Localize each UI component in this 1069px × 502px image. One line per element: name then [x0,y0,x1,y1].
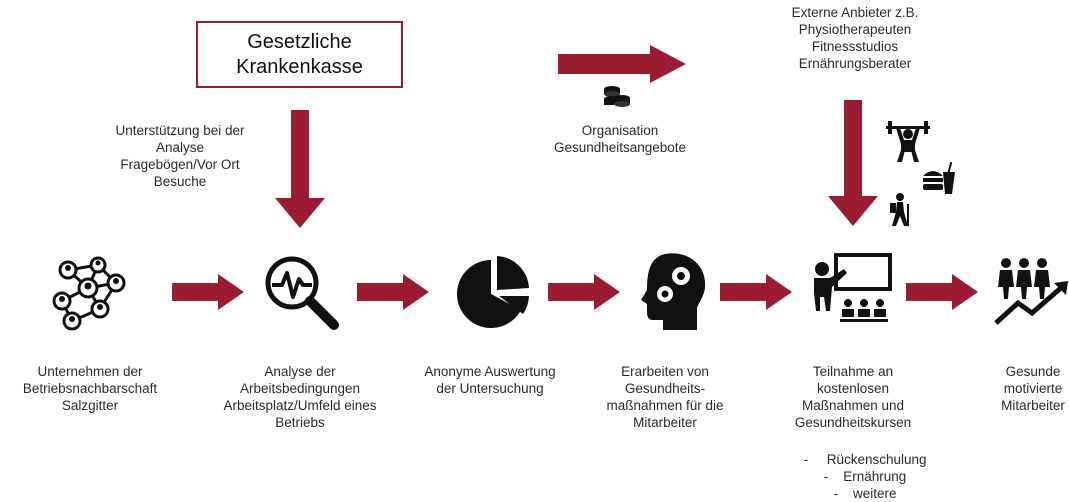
organisation-text: Organisation Gesundheitsangebote [553,123,687,155]
course-item-label: weitere [852,486,897,501]
growth-people-icon [994,258,1068,325]
step-label-evaluation: Anonyme Auswertung der Untersuchung [424,364,556,396]
health-insurer-label: Gesetzliche Krankenkasse [236,30,363,78]
network-people-icon [52,256,126,331]
arrow-right-1 [172,274,244,310]
step-label-employees: Gesunde motivierte Mitarbeiter [1001,364,1065,413]
arrow-right-organisation [558,45,686,83]
step-label-measures: Erarbeiten von Gesundheits- maßnahmen fü… [606,364,724,430]
analysis-magnifier-icon [265,256,339,330]
course-list-item: - Ernährung [823,469,907,484]
support-text: Unterstützung bei der Analyse Fragebögen… [115,123,245,189]
health-insurer-box: Gesetzliche Krankenkasse [196,21,403,88]
arrow-right-4 [720,274,792,310]
weightlifter-icon [886,121,930,162]
coins-icon [604,86,630,107]
arrow-down-external [828,100,878,226]
course-item-label: Ernährung [843,469,907,484]
arrow-right-5 [906,274,978,310]
pie-chart-icon [457,256,529,328]
step-label-analysis: Analyse der Arbeitsbedingungen Arbeitspl… [223,364,377,430]
hiker-icon [890,193,909,226]
course-list-item: - Rückenschulung [803,452,927,467]
arrow-right-2 [357,274,429,310]
teacher-presentation-icon [814,253,892,322]
arrow-down-insurer [275,110,325,228]
course-item-label: Rückenschulung [826,452,927,467]
food-icon [923,161,955,194]
step-label-companies: Unternehmen der Betriebsnachbarschaft Sa… [22,364,158,413]
arrow-right-3 [548,274,620,310]
external-providers-text: Externe Anbieter z.B. Physiotherapeuten … [791,5,919,71]
head-gears-icon [641,253,706,330]
course-list-item: - weitere [833,486,897,501]
step-label-participation: Teilnahme an kostenlosen Maßnahmen und G… [794,364,912,430]
